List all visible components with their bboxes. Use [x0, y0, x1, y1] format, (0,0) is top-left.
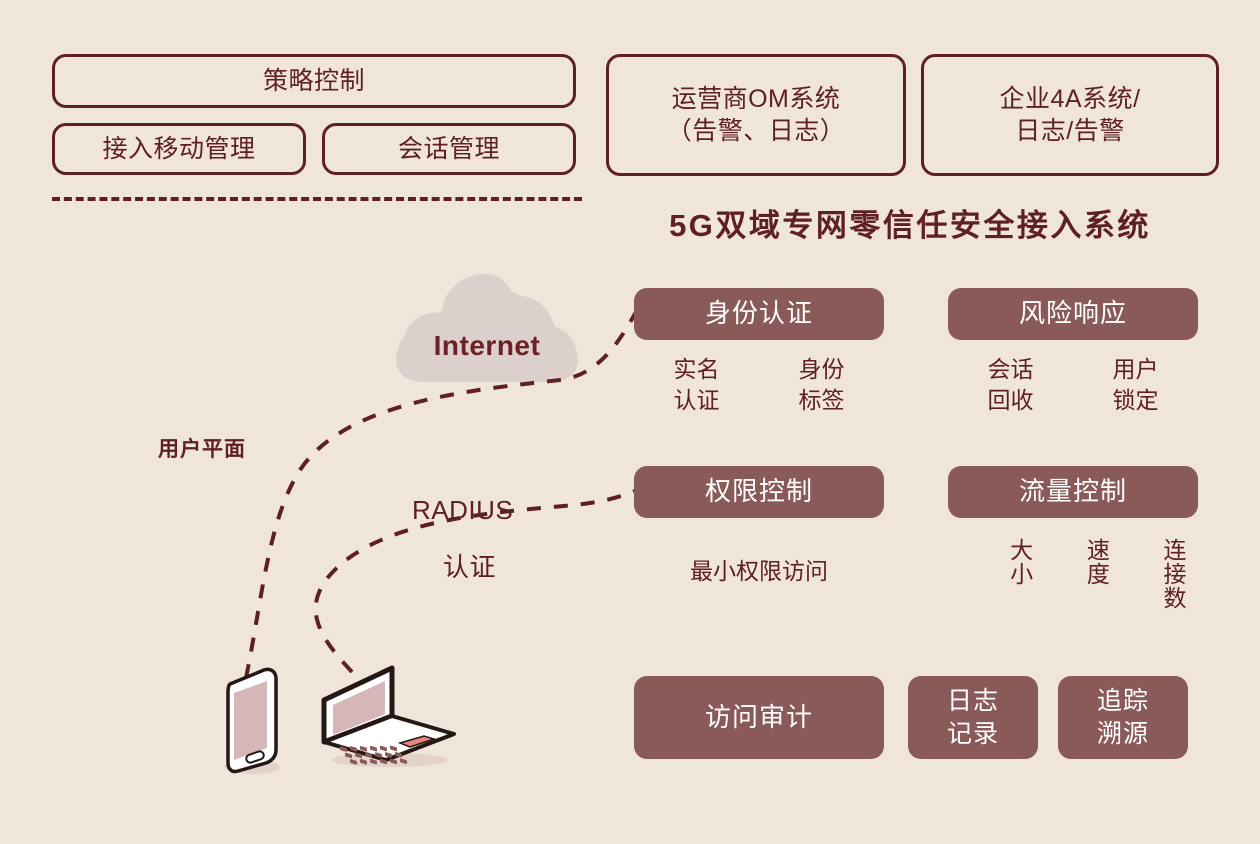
- policy-control-box: 策略控制: [52, 54, 576, 108]
- sub-item-real-name-auth-line2: 认证: [673, 387, 720, 414]
- module-access-audit[interactable]: 访问审计: [634, 676, 884, 759]
- auth-label: 认证: [443, 552, 497, 582]
- module-identity-auth-header[interactable]: 身份认证: [634, 288, 884, 340]
- operator-om-system-box: 运营商OM系统 （告警、日志）: [606, 54, 906, 176]
- internet-cloud-shape: [396, 274, 578, 382]
- laptop-icon: [321, 665, 456, 767]
- session-management-box: 会话管理: [322, 123, 576, 175]
- sub-item-session-revoke-line1: 会话: [987, 356, 1034, 382]
- module-risk-response-title: 风险响应: [1018, 298, 1127, 329]
- module-access-audit-label: 访问审计: [704, 701, 813, 732]
- sub-item-user-lock-line2: 锁定: [1112, 387, 1159, 414]
- sub-item-connection-count: 连接数: [1160, 538, 1187, 610]
- sub-item-least-privilege-access-label: 最小权限访问: [690, 558, 828, 584]
- user-plane-label: 用户平面: [158, 438, 246, 461]
- module-traffic-control-items: 大小 速度 连接数: [960, 538, 1190, 610]
- operator-om-line2: （告警、日志）: [666, 117, 846, 145]
- operator-om-line1: 运营商OM系统: [671, 85, 841, 113]
- module-trace-source-line1: 追踪: [1096, 687, 1149, 715]
- session-management-label: 会话管理: [397, 135, 500, 163]
- module-log-record-line1: 日志: [946, 687, 999, 715]
- policy-control-label: 策略控制: [262, 67, 365, 95]
- module-permission-control-title: 权限控制: [704, 476, 813, 507]
- access-mobility-management-box: 接入移动管理: [52, 123, 306, 175]
- module-traffic-control-header[interactable]: 流量控制: [948, 466, 1198, 518]
- enterprise-4a-line1: 企业4A系统/: [999, 85, 1141, 113]
- module-identity-auth-title: 身份认证: [704, 298, 813, 329]
- module-traffic-control-title: 流量控制: [1018, 476, 1127, 507]
- sub-item-identity-tag: 身份 标签: [759, 354, 884, 416]
- sub-item-least-privilege-access: 最小权限访问: [634, 552, 884, 586]
- enterprise-4a-line2: 日志/告警: [1015, 117, 1125, 145]
- sub-item-real-name-auth-line1: 实名: [673, 356, 720, 382]
- sub-item-speed: 速度: [1083, 538, 1110, 586]
- radius-label: RADIUS: [412, 495, 514, 525]
- module-permission-control-header[interactable]: 权限控制: [634, 466, 884, 518]
- sub-item-session-revoke-line2: 回收: [987, 387, 1034, 414]
- sub-item-user-lock: 用户 锁定: [1073, 354, 1198, 416]
- sub-item-user-lock-line1: 用户: [1112, 356, 1159, 382]
- module-trace-source[interactable]: 追踪 溯源: [1058, 676, 1188, 759]
- dashed-separator: [52, 197, 582, 201]
- module-risk-response-items: 会话 回收 用户 锁定: [948, 354, 1198, 416]
- module-risk-response-header[interactable]: 风险响应: [948, 288, 1198, 340]
- page-title: 5G双域专网零信任安全接入系统: [669, 208, 1151, 243]
- module-log-record[interactable]: 日志 记录: [908, 676, 1038, 759]
- module-trace-source-line2: 溯源: [1096, 719, 1149, 748]
- smartphone-icon: [224, 667, 280, 774]
- sub-item-identity-tag-line2: 标签: [798, 387, 845, 414]
- sub-item-real-name-auth: 实名 认证: [634, 354, 759, 416]
- access-mobility-management-label: 接入移动管理: [102, 135, 256, 163]
- module-log-record-line2: 记录: [946, 719, 999, 748]
- module-identity-auth-items: 实名 认证 身份 标签: [634, 354, 884, 416]
- sub-item-size: 大小: [1006, 538, 1033, 586]
- sub-item-session-revoke: 会话 回收: [948, 354, 1073, 416]
- enterprise-4a-system-box: 企业4A系统/ 日志/告警: [921, 54, 1219, 176]
- sub-item-identity-tag-line1: 身份: [798, 356, 845, 382]
